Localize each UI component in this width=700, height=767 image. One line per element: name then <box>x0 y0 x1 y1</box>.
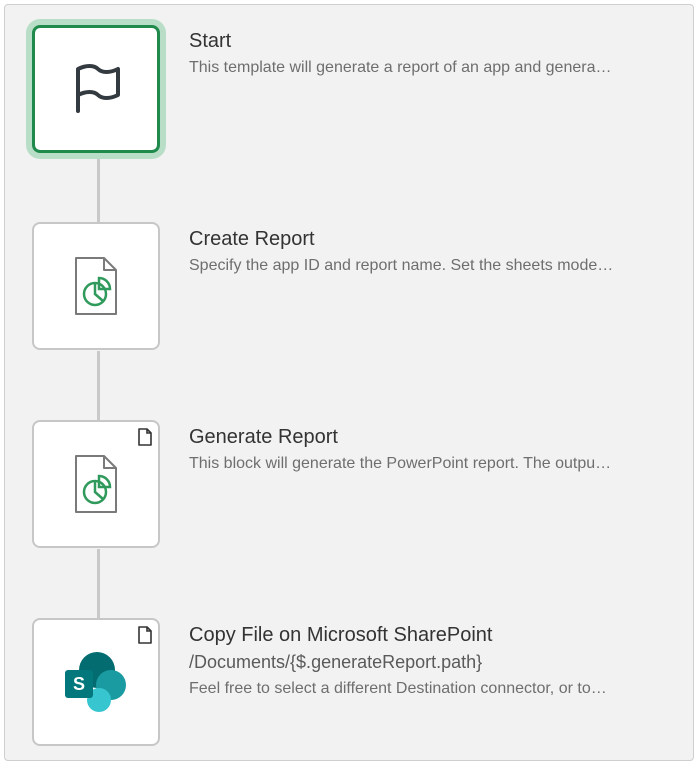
step-title: Generate Report <box>189 426 338 448</box>
report-chart-icon <box>75 257 117 315</box>
step-description: Feel free to select a different Destinat… <box>189 680 607 697</box>
document-icon <box>138 626 152 644</box>
start-step-card[interactable] <box>32 25 160 153</box>
step-title: Create Report <box>189 228 315 250</box>
create-report-step-card[interactable] <box>32 222 160 350</box>
document-icon <box>138 428 152 446</box>
workflow-panel: Start This template will generate a repo… <box>4 4 694 761</box>
step-path: /Documents/{$.generateReport.path} <box>189 652 483 672</box>
generate-report-step-info: Generate Report This block will generate… <box>189 425 683 475</box>
step-description: This block will generate the PowerPoint … <box>189 455 612 472</box>
generate-report-step-card[interactable] <box>32 420 160 548</box>
step-title: Start <box>189 30 232 52</box>
connector-line <box>97 351 100 421</box>
create-report-step-info: Create Report Specify the app ID and rep… <box>189 227 683 277</box>
sharepoint-icon: S <box>65 652 126 712</box>
connector-line <box>97 157 100 225</box>
start-step-info: Start This template will generate a repo… <box>189 29 683 79</box>
sharepoint-logo-letter: S <box>73 674 85 694</box>
flag-icon <box>76 64 120 113</box>
step-description: Specify the app ID and report name. Set … <box>189 257 614 274</box>
step-title: Copy File on Microsoft SharePoint <box>189 624 493 646</box>
copy-file-step-info: Copy File on Microsoft SharePoint /Docum… <box>189 623 683 700</box>
step-description: This template will generate a report of … <box>189 59 612 76</box>
copy-file-sharepoint-step-card[interactable]: S <box>32 618 160 746</box>
report-chart-icon <box>75 455 117 513</box>
connector-line <box>97 549 100 619</box>
